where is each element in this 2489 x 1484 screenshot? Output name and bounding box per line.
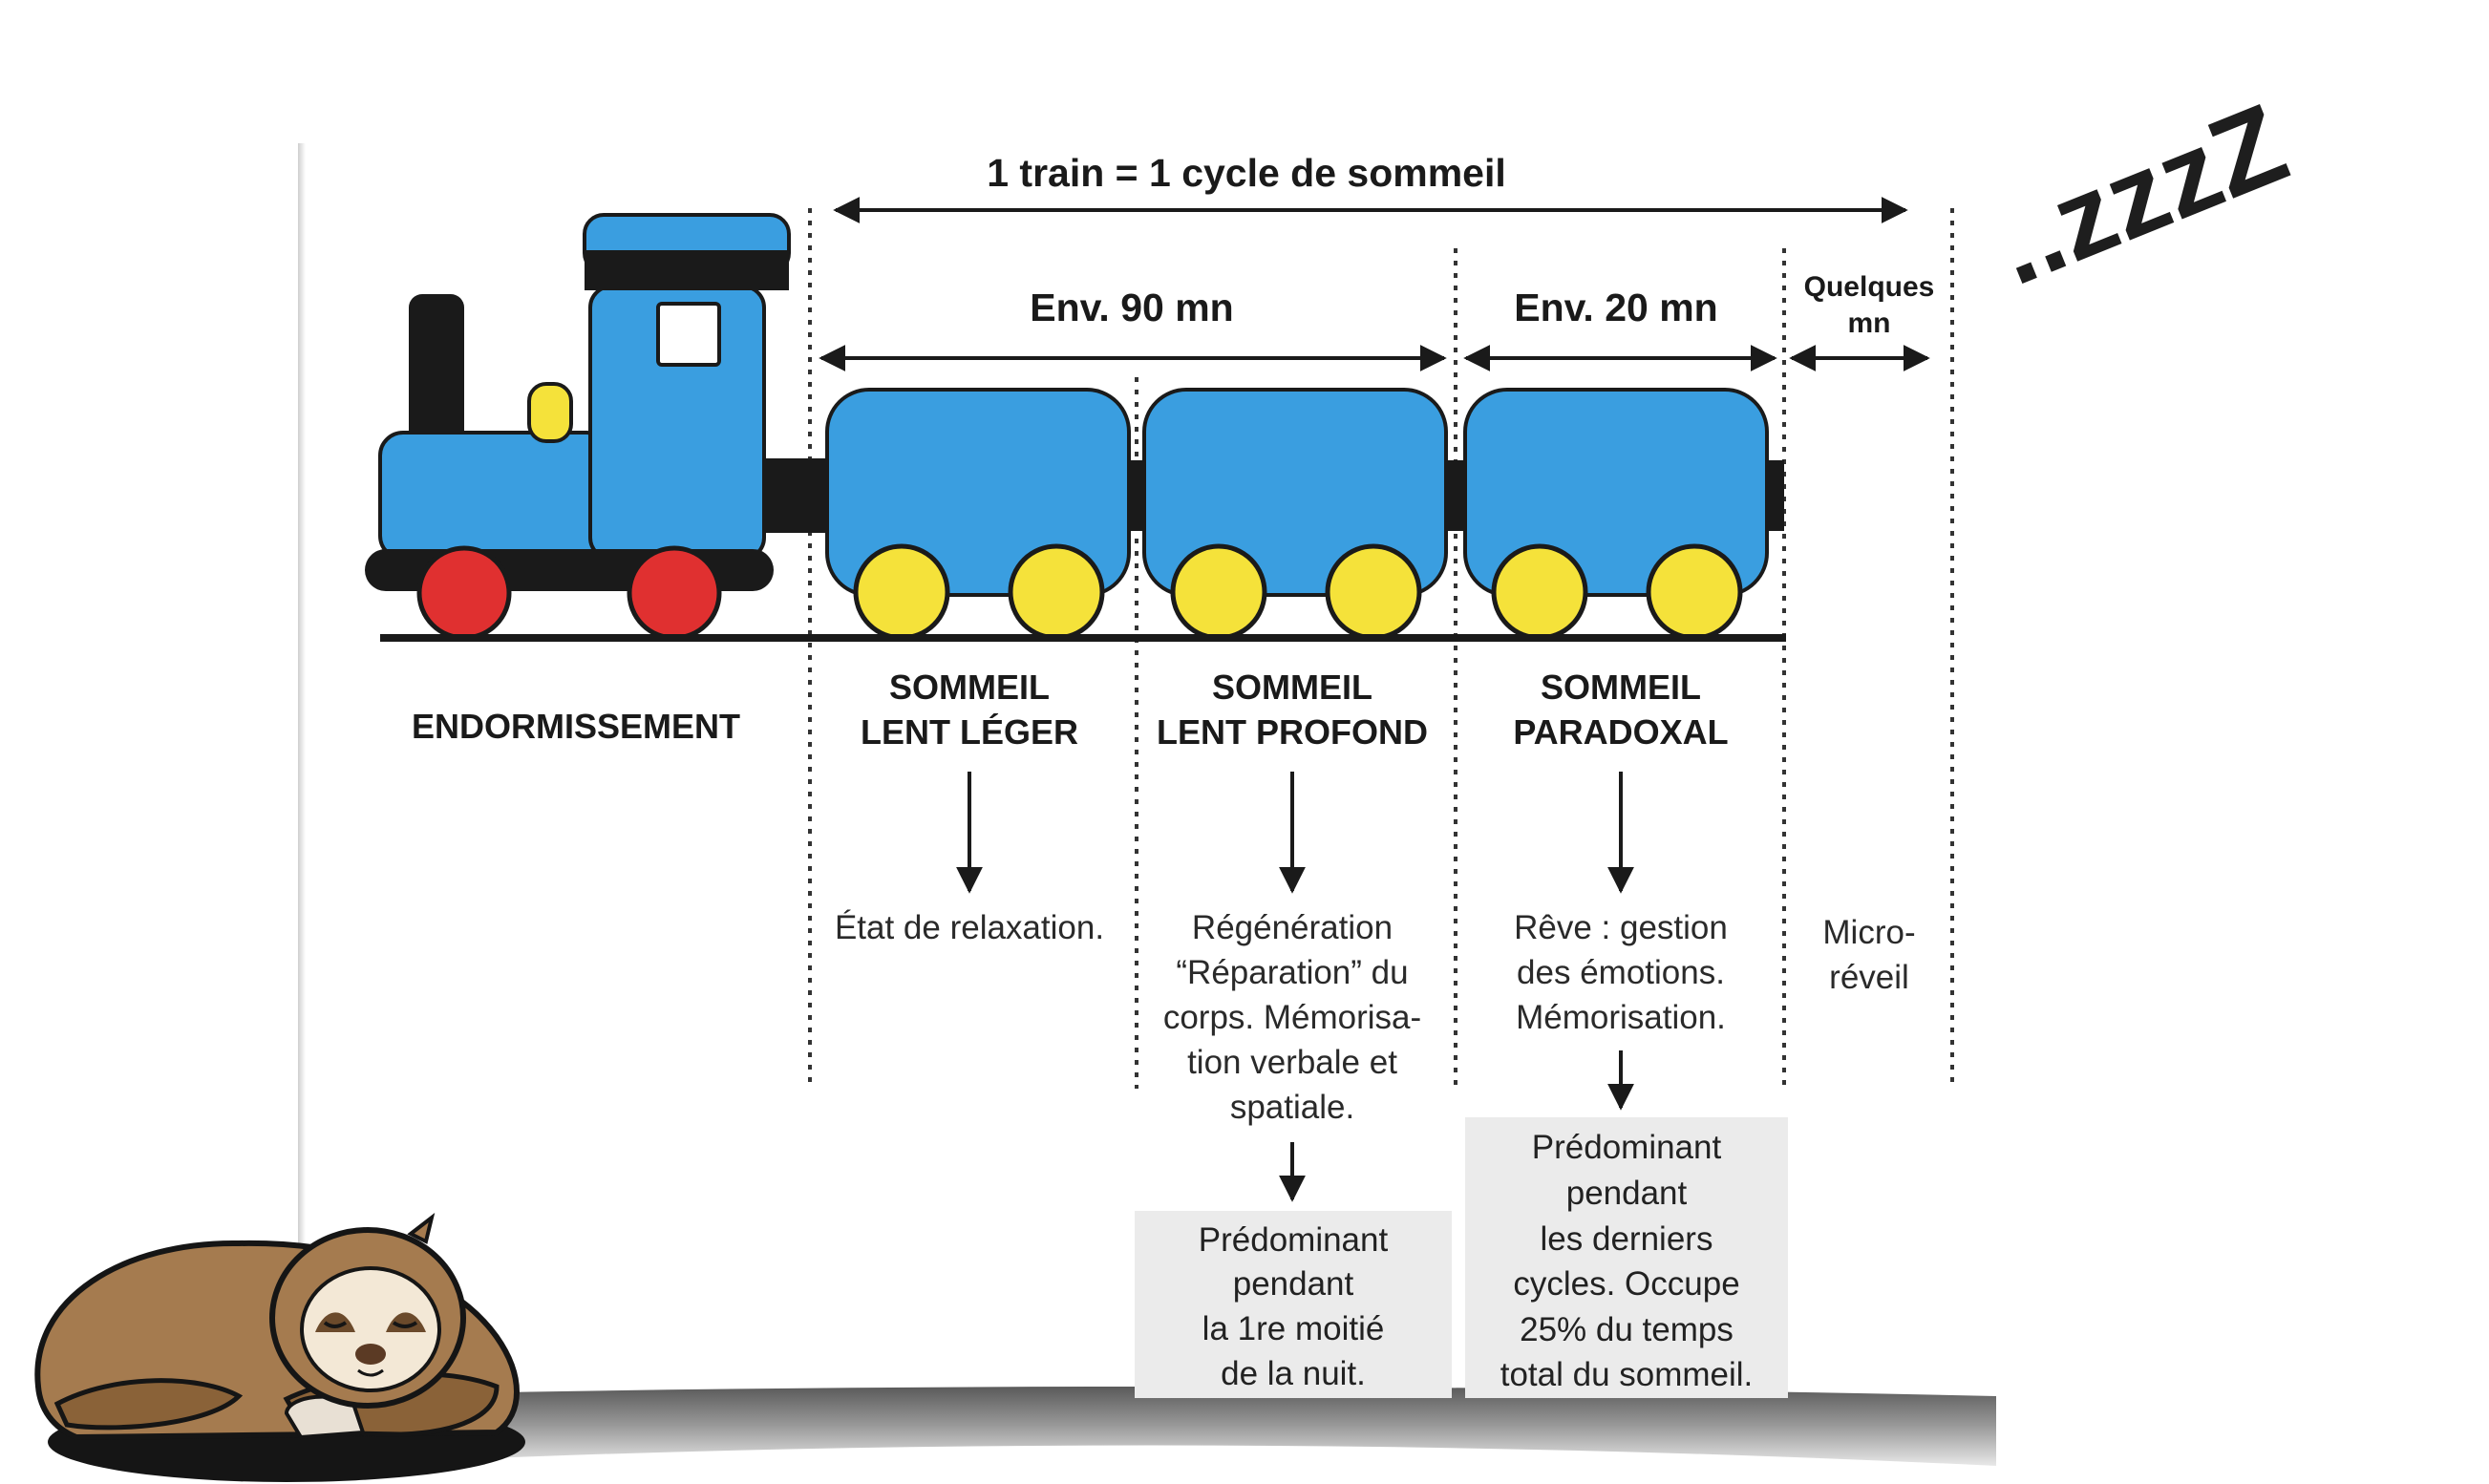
stage-note-box	[1465, 1117, 1788, 1398]
stage-description-line-1: Rêve : gestion	[1514, 909, 1728, 946]
stage-note-line-2: pendant	[1566, 1175, 1688, 1212]
micro-duration-line-2: mn	[1848, 307, 1891, 339]
stage-note-line-5: 25% du temps	[1520, 1311, 1734, 1348]
stage-description-line-2: des émotions.	[1517, 954, 1725, 991]
wagon-icon	[825, 388, 1131, 641]
rail	[380, 634, 1786, 642]
card-shadow	[315, 1387, 1996, 1466]
stage-lent-profond: SOMMEIL LENT PROFOND Régénération “Répar…	[1135, 668, 1452, 1398]
coupler	[756, 458, 827, 533]
stage-lent-leger: SOMMEIL LENT LÉGER État de relaxation.	[835, 668, 1104, 946]
stage-note-line-3: les derniers	[1541, 1220, 1713, 1258]
stage-description: État de relaxation.	[835, 909, 1104, 946]
stage-label: ENDORMISSEMENT	[412, 707, 740, 746]
stage-label-line-2: LENT PROFOND	[1157, 712, 1428, 752]
stage-note-line-6: total du sommeil.	[1500, 1356, 1754, 1393]
locomotive-icon	[365, 213, 791, 641]
stage-description-line-3: Mémorisation.	[1516, 999, 1726, 1036]
stage-note-line-3: la 1re moitié	[1202, 1310, 1385, 1347]
stage-note-line-4: de la nuit.	[1221, 1355, 1366, 1392]
stage-label-line-1: SOMMEIL	[1541, 668, 1701, 707]
stage-micro-reveil: Micro- réveil	[1822, 914, 1915, 996]
micro-awakening-duration: Quelques mn	[1789, 271, 1935, 371]
stage-description-line-1: Régénération	[1192, 909, 1393, 946]
wagon-icon	[1463, 388, 1769, 641]
train-illustration	[365, 213, 1786, 642]
stage-description-line-2: réveil	[1829, 959, 1909, 996]
wagon-icon	[1142, 388, 1448, 641]
stage-description-line-1: Micro-	[1822, 914, 1915, 951]
stage-label-line-2: PARADOXAL	[1513, 712, 1728, 752]
slow-duration-label: Env. 90 mn	[1030, 286, 1233, 329]
micro-duration-line-1: Quelques	[1804, 271, 1935, 303]
stage-note-line-4: cycles. Occupe	[1513, 1265, 1739, 1303]
stage-label-line-1: SOMMEIL	[1212, 668, 1372, 707]
stage-dividers	[808, 208, 1954, 1089]
stage-note-line-2: pendant	[1233, 1265, 1354, 1303]
sleeping-sloth-icon	[34, 1212, 525, 1482]
rem-sleep-duration: Env. 20 mn	[1463, 286, 1777, 371]
stage-note-line-1: Prédominant	[1532, 1129, 1722, 1166]
stage-description-line-4: tion verbale et	[1187, 1044, 1397, 1081]
slow-sleep-duration: Env. 90 mn	[819, 286, 1447, 371]
stage-label-line-2: LENT LÉGER	[861, 712, 1078, 752]
stage-paradoxal: SOMMEIL PARADOXAL Rêve : gestion des émo…	[1465, 668, 1788, 1398]
stage-endormissement: ENDORMISSEMENT	[412, 707, 740, 746]
stage-description-line-3: corps. Mémorisa-	[1163, 999, 1421, 1036]
stage-description-line-2: “Réparation” du	[1176, 954, 1408, 991]
snore-zzz: ..zzzZ	[1977, 80, 2303, 309]
cycle-title: 1 train = 1 cycle de sommeil	[987, 151, 1506, 195]
cycle-duration: 1 train = 1 cycle de sommeil	[833, 151, 1908, 223]
stage-note-box	[1135, 1211, 1452, 1398]
stage-label-line-1: SOMMEIL	[889, 668, 1050, 707]
stage-description-line-5: spatiale.	[1230, 1089, 1354, 1126]
snore-text: ..zzzZ	[1977, 80, 2303, 309]
stage-note-line-1: Prédominant	[1199, 1221, 1389, 1259]
rem-duration-label: Env. 20 mn	[1514, 286, 1717, 329]
